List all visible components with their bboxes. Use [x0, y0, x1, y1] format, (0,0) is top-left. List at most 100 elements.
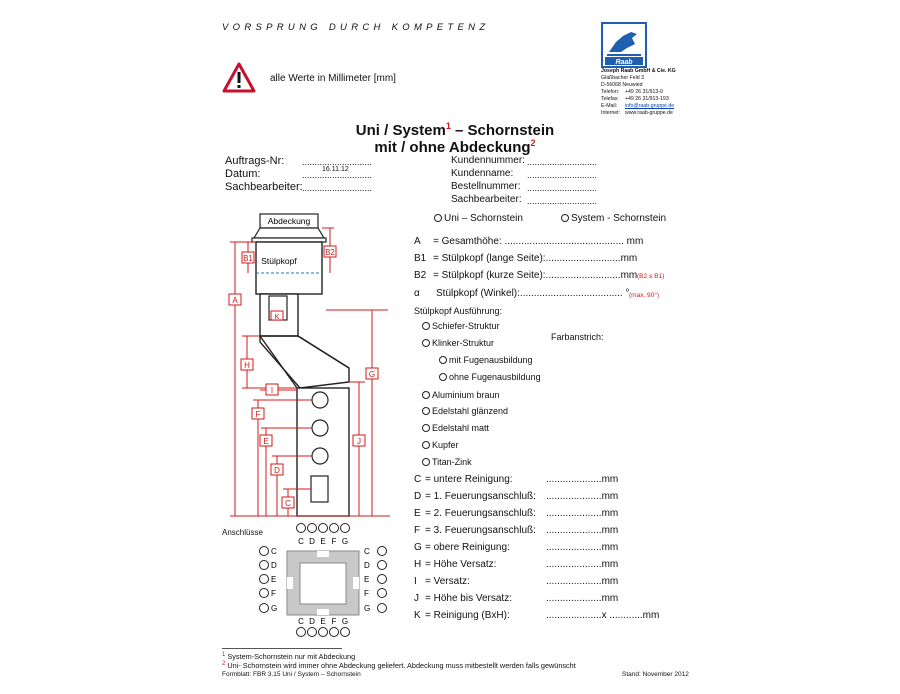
letter-b1: B1: [243, 254, 253, 263]
edelstahl-matt-radio[interactable]: [422, 424, 430, 432]
phone: +49 26 31/913-0: [625, 89, 663, 95]
company-street: Gläßbacher Feld 3: [601, 75, 644, 81]
chimney-diagram: Abdeckung Stülpkopf K A B1 B2 H I G J: [228, 213, 390, 517]
raab-logo: Raab: [601, 22, 647, 68]
email-link[interactable]: info@raab-gruppe.de: [625, 103, 675, 109]
opt-edelstahl-matt[interactable]: Edelstahl matt: [422, 423, 489, 433]
field-a[interactable]: = Gesamthöhe: ..........................…: [433, 236, 644, 247]
klinker-radio[interactable]: [422, 339, 430, 347]
svg-text:F: F: [364, 589, 369, 598]
company-address: Joseph Raab GmbH & Cie. KG Gläßbacher Fe…: [601, 68, 676, 117]
letter-h: H: [244, 361, 250, 370]
kunde-sachbearbeiter-label: Sachbearbeiter:: [451, 194, 522, 205]
company-name: Joseph Raab GmbH & Cie. KG: [601, 68, 676, 74]
stand-date: Stand: November 2012: [622, 671, 689, 678]
measure-d-label: = 1. Feuerungsanschluß:: [425, 491, 536, 502]
opt-klinker[interactable]: Klinker-Struktur: [422, 338, 494, 348]
measure-i-key: I: [414, 576, 417, 587]
measure-i-field[interactable]: ....................mm: [546, 576, 619, 587]
field-b1[interactable]: = Stülpkopf (lange Seite):..............…: [433, 253, 638, 264]
sachbearbeiter-field[interactable]: ............................: [302, 183, 373, 193]
left-connectors: C D E F G: [259, 546, 277, 613]
bestellnummer-label: Bestellnummer:: [451, 181, 521, 192]
svg-text:E: E: [320, 537, 325, 546]
letter-f: F: [256, 410, 261, 419]
b2-note: (B2 ≤ B1): [637, 273, 665, 280]
company-city: D-56068 Neuwied: [601, 82, 643, 88]
aluminium-radio[interactable]: [422, 391, 430, 399]
opt-edelstahl-glaenzend[interactable]: Edelstahl glänzend: [422, 406, 508, 416]
opt-aluminium[interactable]: Aluminium braun: [422, 390, 500, 400]
formblatt-id: Formblatt: FBR 3.15 Uni / System – Schor…: [222, 671, 361, 678]
ausfuehrung-label: Stülpkopf Ausführung:: [414, 306, 503, 316]
field-alpha[interactable]: Stülpkopf (Winkel):.....................…: [436, 288, 630, 299]
system-option[interactable]: System - Schornstein: [561, 213, 666, 224]
ohne-fugen-radio[interactable]: [439, 373, 447, 381]
company-slogan: VORSPRUNG DURCH KOMPETENZ: [222, 22, 490, 33]
anschluesse-label: Anschlüsse: [222, 528, 263, 537]
svg-text:D: D: [271, 561, 277, 570]
kundenname-field[interactable]: ............................: [527, 170, 598, 180]
fax-label: Telefax:: [601, 96, 619, 102]
svg-text:F: F: [271, 589, 276, 598]
measure-h-field[interactable]: ....................mm: [546, 559, 619, 570]
datum-value[interactable]: 16.11.12: [322, 166, 349, 173]
web-label: Internet:: [601, 110, 621, 116]
letter-j: J: [357, 437, 361, 446]
measure-c-label: = untere Reinigung:: [425, 474, 513, 485]
auftrag-field[interactable]: ............................: [302, 157, 373, 167]
field-b2-key: B2: [414, 270, 427, 281]
bestellnummer-field[interactable]: ............................: [527, 183, 598, 193]
field-b1-key: B1: [414, 253, 427, 264]
svg-text:E: E: [364, 575, 369, 584]
measure-e-field[interactable]: ....................mm: [546, 508, 619, 519]
measure-f-field[interactable]: ....................mm: [546, 525, 619, 536]
opt-titan-zink[interactable]: Titan-Zink: [422, 457, 472, 467]
measure-j-key: J: [414, 593, 419, 604]
web-link[interactable]: www.raab-gruppe.de: [625, 110, 673, 116]
svg-text:E: E: [320, 617, 325, 626]
letter-g: G: [369, 370, 375, 379]
letter-b2: B2: [325, 248, 335, 257]
mit-fugen-radio[interactable]: [439, 356, 447, 364]
edelstahl-glaenzend-radio[interactable]: [422, 407, 430, 415]
datum-field: ............................: [302, 170, 373, 180]
units-note: alle Werte in Millimeter [mm]: [270, 73, 396, 84]
letter-d: D: [274, 466, 280, 475]
uni-radio[interactable]: [434, 214, 442, 222]
opt-ohne-fugen[interactable]: ohne Fugenausbildung: [439, 372, 541, 382]
system-radio[interactable]: [561, 214, 569, 222]
svg-text:F: F: [332, 537, 337, 546]
measure-c-field[interactable]: ....................mm: [546, 474, 619, 485]
svg-text:Raab: Raab: [615, 59, 633, 66]
measure-d-field[interactable]: ....................mm: [546, 491, 619, 502]
measure-k-key: K: [414, 610, 421, 621]
sachbearbeiter-label: Sachbearbeiter:: [225, 181, 303, 193]
auftrag-label: Auftrags-Nr:: [225, 155, 285, 167]
stuelpkopf-label: Stülpkopf: [261, 256, 297, 266]
opt-schiefer[interactable]: Schiefer-Struktur: [422, 321, 500, 331]
measure-h-label: = Höhe Versatz:: [425, 559, 497, 570]
kundenname-label: Kundenname:: [451, 168, 514, 179]
datum-label: Datum:: [225, 168, 261, 180]
uni-option[interactable]: Uni – Schornstein: [434, 213, 523, 224]
kupfer-radio[interactable]: [422, 441, 430, 449]
svg-text:D: D: [309, 537, 315, 546]
titan-zink-radio[interactable]: [422, 458, 430, 466]
opt-kupfer[interactable]: Kupfer: [422, 440, 459, 450]
svg-text:G: G: [342, 537, 348, 546]
measure-j-field[interactable]: ....................mm: [546, 593, 619, 604]
kundennummer-field[interactable]: ............................: [527, 157, 598, 167]
measure-g-field[interactable]: ....................mm: [546, 542, 619, 553]
field-b2[interactable]: = Stülpkopf (kurze Seite):..............…: [433, 270, 638, 281]
measure-e-key: E: [414, 508, 421, 519]
warning-icon: [222, 62, 256, 93]
kunde-sachbearbeiter-field[interactable]: ............................: [527, 196, 598, 206]
svg-text:C: C: [271, 547, 277, 556]
opt-mit-fugen[interactable]: mit Fugenausbildung: [439, 355, 533, 365]
measure-h-key: H: [414, 559, 422, 570]
svg-text:D: D: [364, 561, 370, 570]
measure-k-field[interactable]: ....................x ............mm: [546, 610, 660, 621]
schiefer-radio[interactable]: [422, 322, 430, 330]
